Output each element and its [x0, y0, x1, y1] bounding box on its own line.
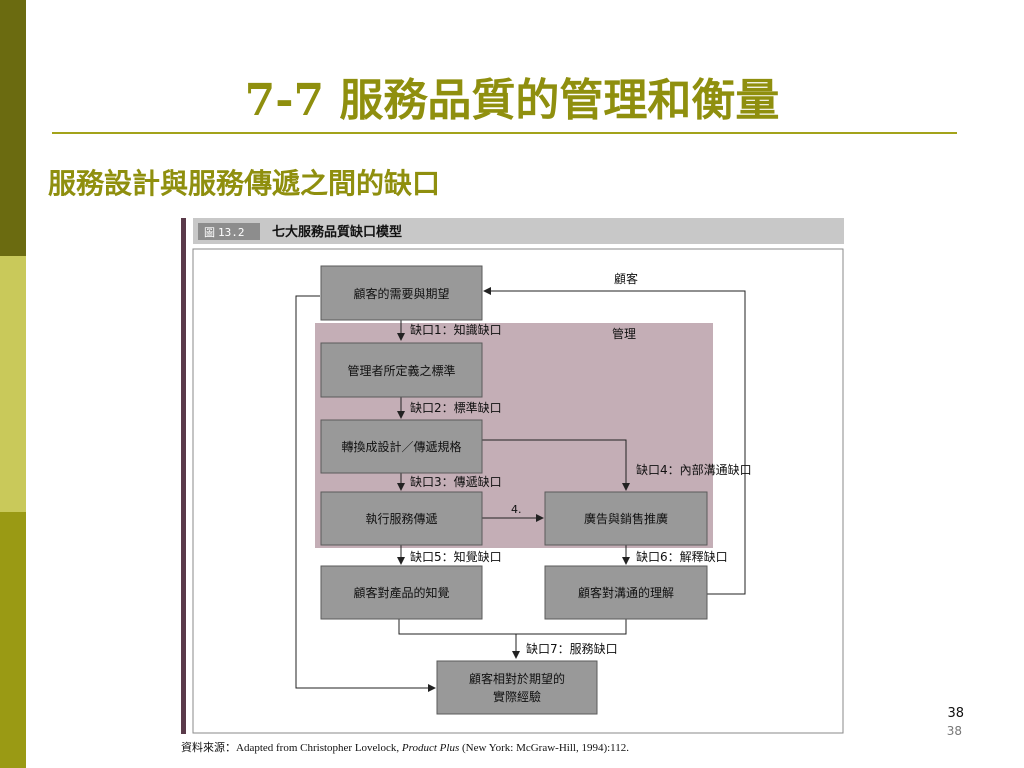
arrow-feedback-customer: [483, 287, 746, 595]
source-book-title: Product Plus: [401, 742, 460, 754]
svg-text:管理者所定義之標準: 管理者所定義之標準: [347, 363, 455, 378]
source-text-after: (New York: McGraw-Hill, 1994):112.: [459, 742, 630, 754]
gap7-label: 缺口7：服務缺口: [526, 641, 618, 656]
svg-text:顧客對產品的知覺: 顧客對產品的知覺: [353, 585, 449, 600]
box-customer-perception: 顧客對產品的知覺: [320, 565, 483, 620]
figure-frame: [192, 248, 844, 734]
arrow-needs-to-experience: [295, 295, 436, 692]
figure-icon: 圖: [204, 226, 215, 239]
management-label: 管理: [612, 326, 636, 341]
box-actual-experience: 顧客相對於期望的 實際經驗: [436, 660, 598, 715]
source-text-before: Adapted from Christopher Lovelock,: [236, 742, 402, 754]
merge-line-perceptions: [398, 619, 627, 635]
gap4-marker: 4.: [511, 503, 522, 516]
figure-caption: 七大服務品質缺口模型: [272, 224, 402, 240]
page-number: 38: [947, 706, 964, 721]
gap2-label: 缺口2：標準缺口: [410, 400, 502, 415]
page-number-small: 38: [946, 724, 962, 738]
svg-text:顧客的需要與期望: 顧客的需要與期望: [353, 286, 449, 301]
box-advertising: 廣告與銷售推廣: [544, 491, 708, 546]
box-customer-needs: 顧客的需要與期望: [320, 265, 483, 321]
decor-stripe-mid: [0, 512, 26, 768]
gap1-label: 缺口1：知識缺口: [410, 322, 502, 337]
gap6-label: 缺口6：解釋缺口: [636, 549, 728, 564]
figure-left-bar: [181, 218, 186, 734]
title-rule: [52, 132, 957, 134]
arrow-gap4: [482, 439, 630, 491]
gap5-label: 缺口5：知覺缺口: [410, 549, 502, 564]
figure-number-badge: [198, 223, 260, 240]
svg-text:執行服務傳遞: 執行服務傳遞: [365, 511, 437, 526]
connectors: [295, 287, 746, 692]
svg-text:轉換成設計／傳遞規格: 轉換成設計／傳遞規格: [341, 439, 461, 454]
box-comm-understanding: 顧客對溝通的理解: [544, 565, 708, 620]
customer-label: 顧客: [614, 271, 638, 286]
box-design-specs: 轉換成設計／傳遞規格: [320, 419, 483, 474]
svg-text:實際經驗: 實際經驗: [493, 689, 541, 704]
source-label: 資料來源：: [181, 742, 236, 754]
svg-text:顧客相對於期望的: 顧客相對於期望的: [469, 671, 565, 686]
decor-stripe-light: [0, 256, 26, 512]
svg-text:廣告與銷售推廣: 廣告與銷售推廣: [584, 511, 668, 526]
slide-subtitle: 服務設計與服務傳遞之間的缺口: [48, 167, 441, 200]
box-service-execution: 執行服務傳遞: [320, 491, 483, 546]
caption-bar: [193, 218, 844, 244]
slide-title: 7-7 服務品質的管理和衡量: [244, 75, 780, 126]
source-note: 資料來源：Adapted from Christopher Lovelock, …: [181, 739, 629, 755]
figure-number: 13.2: [218, 226, 245, 239]
gap4-label: 缺口4：內部溝通缺口: [636, 462, 752, 477]
gap3-label: 缺口3：傳遞缺口: [410, 474, 502, 489]
svg-text:顧客對溝通的理解: 顧客對溝通的理解: [578, 585, 674, 600]
box-management-standards: 管理者所定義之標準: [320, 342, 483, 398]
decor-stripe-dark: [0, 0, 26, 256]
